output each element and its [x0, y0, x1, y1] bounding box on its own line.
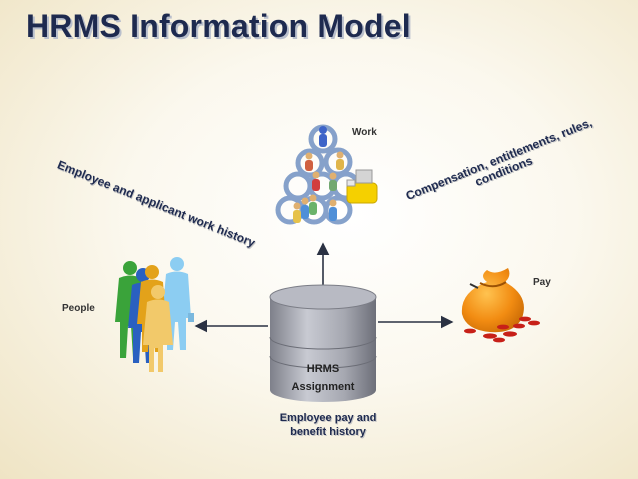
database-title: HRMS	[306, 363, 340, 375]
database-subtitle: Assignment	[291, 381, 355, 393]
work-label: Work	[352, 127, 377, 138]
people-label: People	[62, 303, 95, 314]
history-caption-line1: Employee pay and	[279, 412, 377, 424]
history-caption: Employee pay and benefit history	[270, 411, 386, 439]
database-cylinder-icon	[269, 284, 377, 402]
history-caption-line2: benefit history	[290, 426, 366, 438]
pay-label: Pay	[533, 277, 551, 288]
page-title: HRMS Information Model	[26, 8, 411, 44]
people-group-icon	[115, 257, 194, 372]
computer-icon	[346, 169, 378, 204]
work-org-icon	[275, 124, 378, 225]
money-bag-icon	[461, 268, 540, 343]
